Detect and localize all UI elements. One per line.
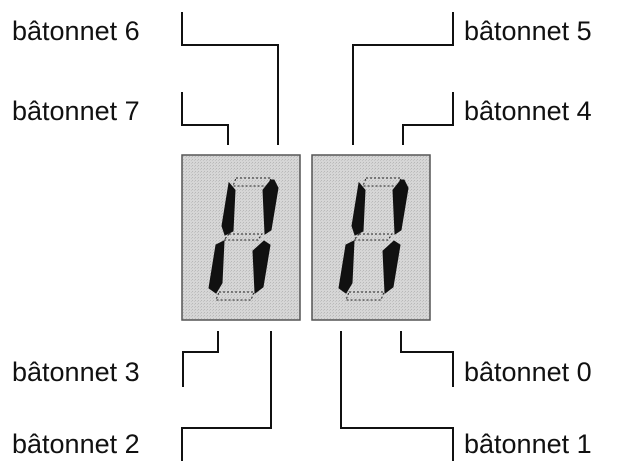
label-seg7: bâtonnet 7 [12, 96, 140, 126]
segment-c-right [382, 240, 401, 294]
segment-a-right [362, 177, 402, 187]
segment-g-left [222, 233, 263, 241]
leader-line-seg4 [402, 92, 454, 145]
leader-line-seg0 [400, 331, 454, 387]
label-seg4: bâtonnet 4 [464, 96, 592, 126]
segment-f-left [221, 181, 236, 236]
label-seg6: bâtonnet 6 [12, 16, 140, 46]
label-seg0: bâtonnet 0 [464, 357, 592, 387]
segment-d-left [215, 291, 255, 301]
display-panel-right [311, 154, 431, 321]
leader-line-seg7 [181, 92, 229, 145]
leader-line-seg2 [181, 331, 272, 461]
leader-line-seg3 [182, 331, 219, 387]
display-panel-left [181, 154, 301, 321]
digit-left [208, 177, 279, 301]
digit-right [338, 177, 409, 301]
segment-f-right [351, 181, 366, 236]
label-seg5: bâtonnet 5 [464, 16, 592, 46]
segment-c-left [252, 240, 271, 294]
label-seg2: bâtonnet 2 [12, 429, 140, 459]
segment-b-right [392, 179, 409, 235]
leader-line-seg1 [340, 331, 454, 461]
segment-a-left [232, 177, 272, 187]
label-seg3: bâtonnet 3 [12, 357, 140, 387]
segment-b-left [262, 179, 279, 235]
label-seg1: bâtonnet 1 [464, 429, 592, 459]
segment-e-right [338, 240, 355, 294]
leader-line-seg6 [181, 12, 279, 145]
segment-e-left [208, 240, 225, 294]
leader-line-seg5 [352, 12, 454, 145]
segment-g-right [352, 233, 393, 241]
segment-d-right [345, 291, 385, 301]
